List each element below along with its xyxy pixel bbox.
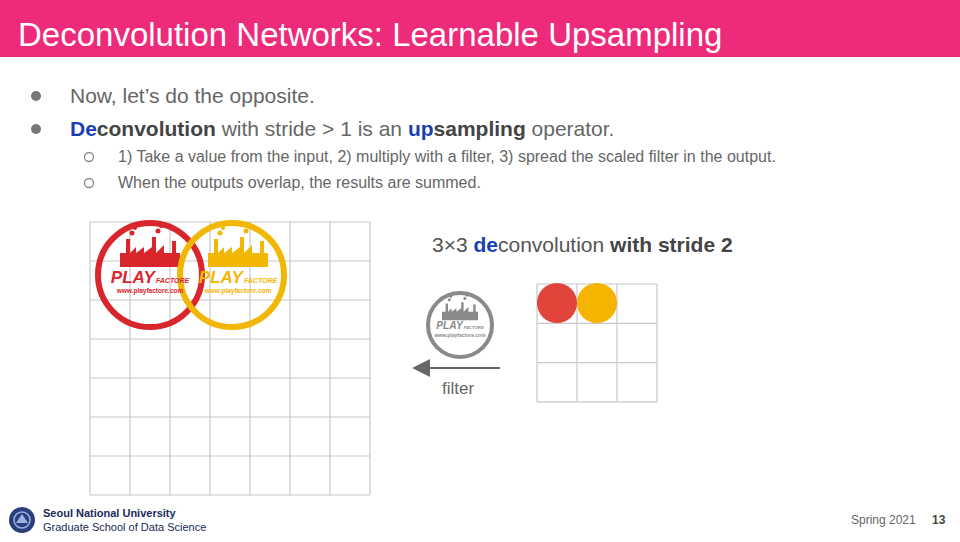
watermark-wordmark: PLAYFACTORE: [111, 269, 189, 286]
figure-heading: 3×3 deconvolution with stride 2: [432, 234, 733, 255]
slide-title: Deconvolution Networks: Learnable Upsamp…: [18, 18, 722, 51]
watermark-url: www.playfactore.com: [434, 333, 485, 338]
input-grid: [537, 284, 657, 402]
grid-line: [537, 362, 657, 363]
university-name: Seoul National University: [43, 508, 176, 519]
grid-line: [90, 377, 370, 378]
grid-line: [90, 416, 370, 417]
school-name: Graduate School of Data Science: [43, 522, 206, 533]
grid-line: [90, 455, 370, 456]
emphasis-word: convolution: [97, 117, 216, 140]
grid-line: [90, 299, 370, 300]
figure-heading-text: 3×3: [432, 233, 473, 256]
sub-bullet-text: 1) Take a value from the input, 2) multi…: [118, 149, 776, 165]
watermark-url: www.playfactore.com: [117, 288, 184, 295]
grid-line: [89, 222, 90, 495]
bullet-text: Now, let’s do the opposite.: [70, 85, 315, 106]
figure-heading-text: convolution: [498, 233, 610, 256]
smoke-dot: [130, 231, 135, 236]
grid-line: [537, 401, 657, 402]
watermark-play: PLAY: [436, 321, 462, 331]
logo-ring: [180, 223, 284, 327]
bullet-text: with stride > 1 is an: [216, 117, 408, 140]
smoke-dot: [218, 231, 223, 236]
university-emblem: [9, 507, 35, 533]
sub-bullet: [85, 179, 94, 188]
input-value-red: [537, 283, 577, 323]
smoke-dot: [247, 224, 251, 228]
smoke-dot: [133, 226, 137, 230]
grid-line: [369, 222, 370, 495]
university-emblem: [16, 514, 28, 523]
watermark-logo: [98, 223, 202, 327]
watermark-factore: FACTORE: [244, 277, 277, 284]
smoke-dot: [465, 294, 467, 296]
logo-ring: [98, 223, 202, 327]
watermark-wordmark: PLAYFACTORE: [436, 321, 483, 331]
watermark-factore: FACTORE: [156, 277, 189, 284]
semester: Spring 2021: [851, 514, 916, 526]
watermark-factore: FACTORE: [464, 326, 484, 330]
bullet-text: operator.: [526, 117, 615, 140]
grid-line: [329, 222, 330, 495]
emphasis-prefix: up: [408, 117, 434, 140]
smoke-dot: [221, 226, 225, 230]
filter-arrow: [414, 367, 500, 369]
logo-ring: [428, 293, 492, 357]
grid-line: [90, 494, 370, 495]
sub-bullet: [85, 153, 94, 162]
university-emblem: [14, 512, 30, 528]
bullet: [31, 124, 41, 134]
smoke-dot: [450, 296, 452, 298]
input-value-yellow: [577, 283, 617, 323]
watermark-play: PLAY: [111, 269, 155, 286]
figure-heading-bold: with stride 2: [610, 233, 733, 256]
emphasis-prefix: De: [70, 117, 97, 140]
watermark-url: www.playfactore.com: [205, 288, 272, 295]
sub-bullet-text: When the outputs overlap, the results ar…: [118, 175, 481, 191]
smoke-dot: [244, 229, 249, 234]
grid-line: [289, 222, 290, 495]
smoke-dot: [159, 224, 163, 228]
watermark-logo: [180, 223, 284, 327]
watermark-wordmark: PLAYFACTORE: [199, 269, 277, 286]
page-number: 13: [932, 514, 945, 526]
grid-line: [656, 284, 657, 402]
emphasis-word: sampling: [434, 117, 526, 140]
smoke-dot: [448, 298, 451, 301]
bullet-line: Deconvolution with stride > 1 is an upsa…: [70, 118, 614, 139]
smoke-dot: [156, 229, 161, 234]
watermark-play: PLAY: [199, 269, 243, 286]
factory-silhouette: [120, 237, 180, 267]
factory-silhouette: [442, 302, 478, 320]
output-grid: [90, 222, 370, 495]
bullet: [31, 91, 41, 101]
emphasis-prefix: de: [473, 233, 498, 256]
filter-label: filter: [442, 380, 474, 397]
grid-line: [90, 338, 370, 339]
watermark-logo: [428, 293, 492, 357]
factory-silhouette: [208, 237, 268, 267]
smoke-dot: [463, 297, 466, 300]
